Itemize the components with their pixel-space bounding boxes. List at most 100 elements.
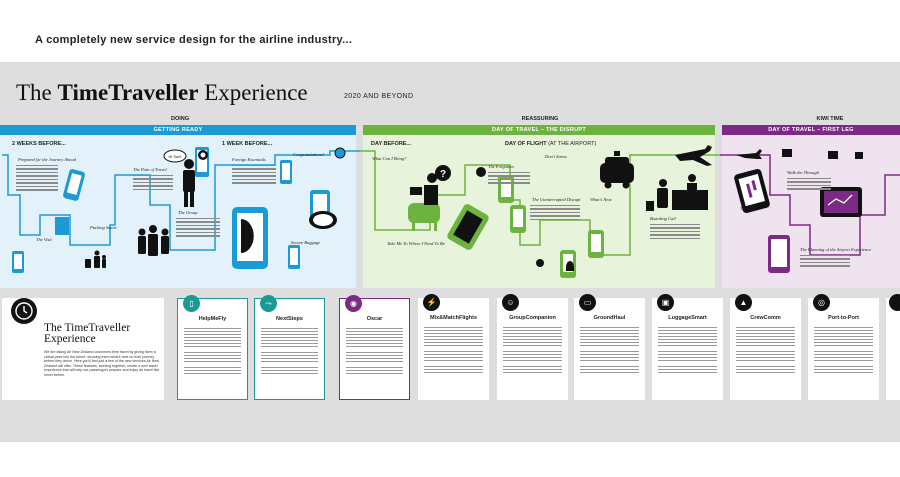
card-helpmefly[interactable]: ▯ HelpMeFly [177,295,248,400]
step-whats-next: What's Next [590,197,612,202]
card-text [503,327,562,375]
family-icon [85,250,106,268]
step-secure: Secure Baggage [291,240,321,245]
ribbon-icon [334,147,346,159]
tagline: A completely new service design for the … [35,34,353,46]
step-packing: Packing Smart [90,225,117,230]
clock-icon [11,298,37,324]
page-title: The TimeTraveller Experience [16,80,308,105]
card-oscar[interactable]: ◉ Oscar [339,295,410,400]
lightning-icon: ⚡ [423,294,440,311]
step-pain: The Pain of Travel [133,167,167,172]
card-name: NextSteps [276,316,303,322]
card-text [424,327,483,375]
robot-icon: ◉ [345,295,362,312]
journey-path-purple [720,154,900,256]
text-block [787,178,831,192]
card-mixmatchflights[interactable]: ⚡ Mix&MatchFlights [418,294,489,400]
label-day-of-flight: DAY OF FLIGHT (AT THE AIRPORT) [505,141,597,147]
card-name: GroundHaul [593,315,626,321]
card-groundhaul[interactable]: ▭ GroundHaul [574,294,645,400]
card-text [184,328,241,376]
text-block [800,255,850,269]
question-icon [435,165,451,181]
card-text [261,328,318,376]
journey-map: Hi Sue! ? [2,145,900,278]
speech-bubble [163,149,187,163]
airplane-icon-purple [736,149,762,159]
band-getting-ready: GETTING READY [0,125,356,135]
text-block [488,172,530,186]
luggage-icon-3 [855,152,863,159]
phase-label-doing: DOING [170,116,190,122]
label-two-weeks: 2 WEEKS BEFORE... [12,141,66,147]
step-group: The Group [178,210,198,215]
text-block [650,224,700,241]
card-port-to-port[interactable]: ◎ Port-to-Port [808,294,879,400]
card-nextsteps[interactable]: ⤳ NextSteps [254,295,325,400]
text-block [530,205,580,222]
year-label: 2020 AND BEYOND [344,93,414,100]
bell-icon [566,261,574,271]
luggage-icon-1 [782,149,792,157]
card-groupcompanion[interactable]: ☺ GroupCompanion [497,294,568,400]
step-take-me: Take Me To Where I Need To Be [387,241,445,246]
text-block [16,165,58,193]
text-block [133,175,173,192]
phase-label-reassuring: REASSURING [521,116,559,122]
intro-card: The TimeTraveller Experience We are taki… [2,298,164,400]
journey-path-blue [2,150,360,251]
card-name: HelpMeFly [198,316,227,322]
step-congrats: Congratulations! [293,152,325,157]
step-foreign: Foreign Essentials [232,157,266,162]
svg-text:Hi Sue!: Hi Sue! [168,154,181,159]
step-prepared: Prepared for the Journey Ahead [18,157,76,162]
card-partial [886,294,900,400]
reading-person-icon [408,173,440,231]
step-visit: The Visit [36,237,52,242]
luggage-icon: ▣ [657,294,674,311]
intro-body: We are taking Air New Zealand customers … [44,350,160,377]
card-name: GroupCompanion [509,315,556,321]
card-luggagesmart[interactable]: ▣ LuggageSmart [652,294,723,400]
airplane-icon-green [675,145,712,166]
building-icon [55,217,69,235]
svg-text:?: ? [440,169,446,180]
bus-icon: ▭ [579,294,596,311]
phone-icon: ▯ [183,295,200,312]
card-text [736,327,795,375]
step-what-bring: What Can I Bring? [372,156,407,161]
card-name: LuggageSmart [668,315,707,321]
group-icon-people [138,225,169,256]
crew-icon: ▲ [735,294,752,311]
card-text [814,327,873,375]
step-dont-stress: Don't Stress [545,154,567,159]
step-uninterrupted: The Uninterrupted Disrupt [532,197,581,202]
text-block [176,218,220,239]
card-name: Port-to-Port [828,315,859,321]
card-text [658,327,717,375]
globe-icon: ◎ [813,294,830,311]
luggage-icon-2 [828,151,838,159]
step-walk: Walk the Through [787,170,819,175]
step-boarding: Boarding Call [650,216,676,221]
partial-icon [889,294,900,311]
label-day-before: DAY BEFORE... [371,141,412,147]
card-name: Oscar [366,316,383,322]
card-text [580,327,639,375]
phase-label-kiwi: KIWI TIME [816,116,844,122]
card-name: CrewComm [750,315,781,321]
step-forgotten: The Forgotten [488,164,514,169]
step-cell: The Cell [740,206,756,211]
intro-title: The TimeTraveller Experience [44,322,131,345]
card-text [346,328,403,376]
band-first-leg: DAY OF TRAVEL – FIRST LEG [722,125,900,135]
check-in-icon [646,174,708,211]
person-icon-traveller [183,159,195,207]
card-crewcomm[interactable]: ▲ CrewComm [730,294,801,400]
card-name: Mix&MatchFlights [429,315,478,321]
text-block [232,165,276,186]
label-one-week: 1 WEEK BEFORE... [222,141,273,147]
step-planning: The Planning of the Airport Experience [800,247,872,252]
alert-icon [476,167,486,177]
